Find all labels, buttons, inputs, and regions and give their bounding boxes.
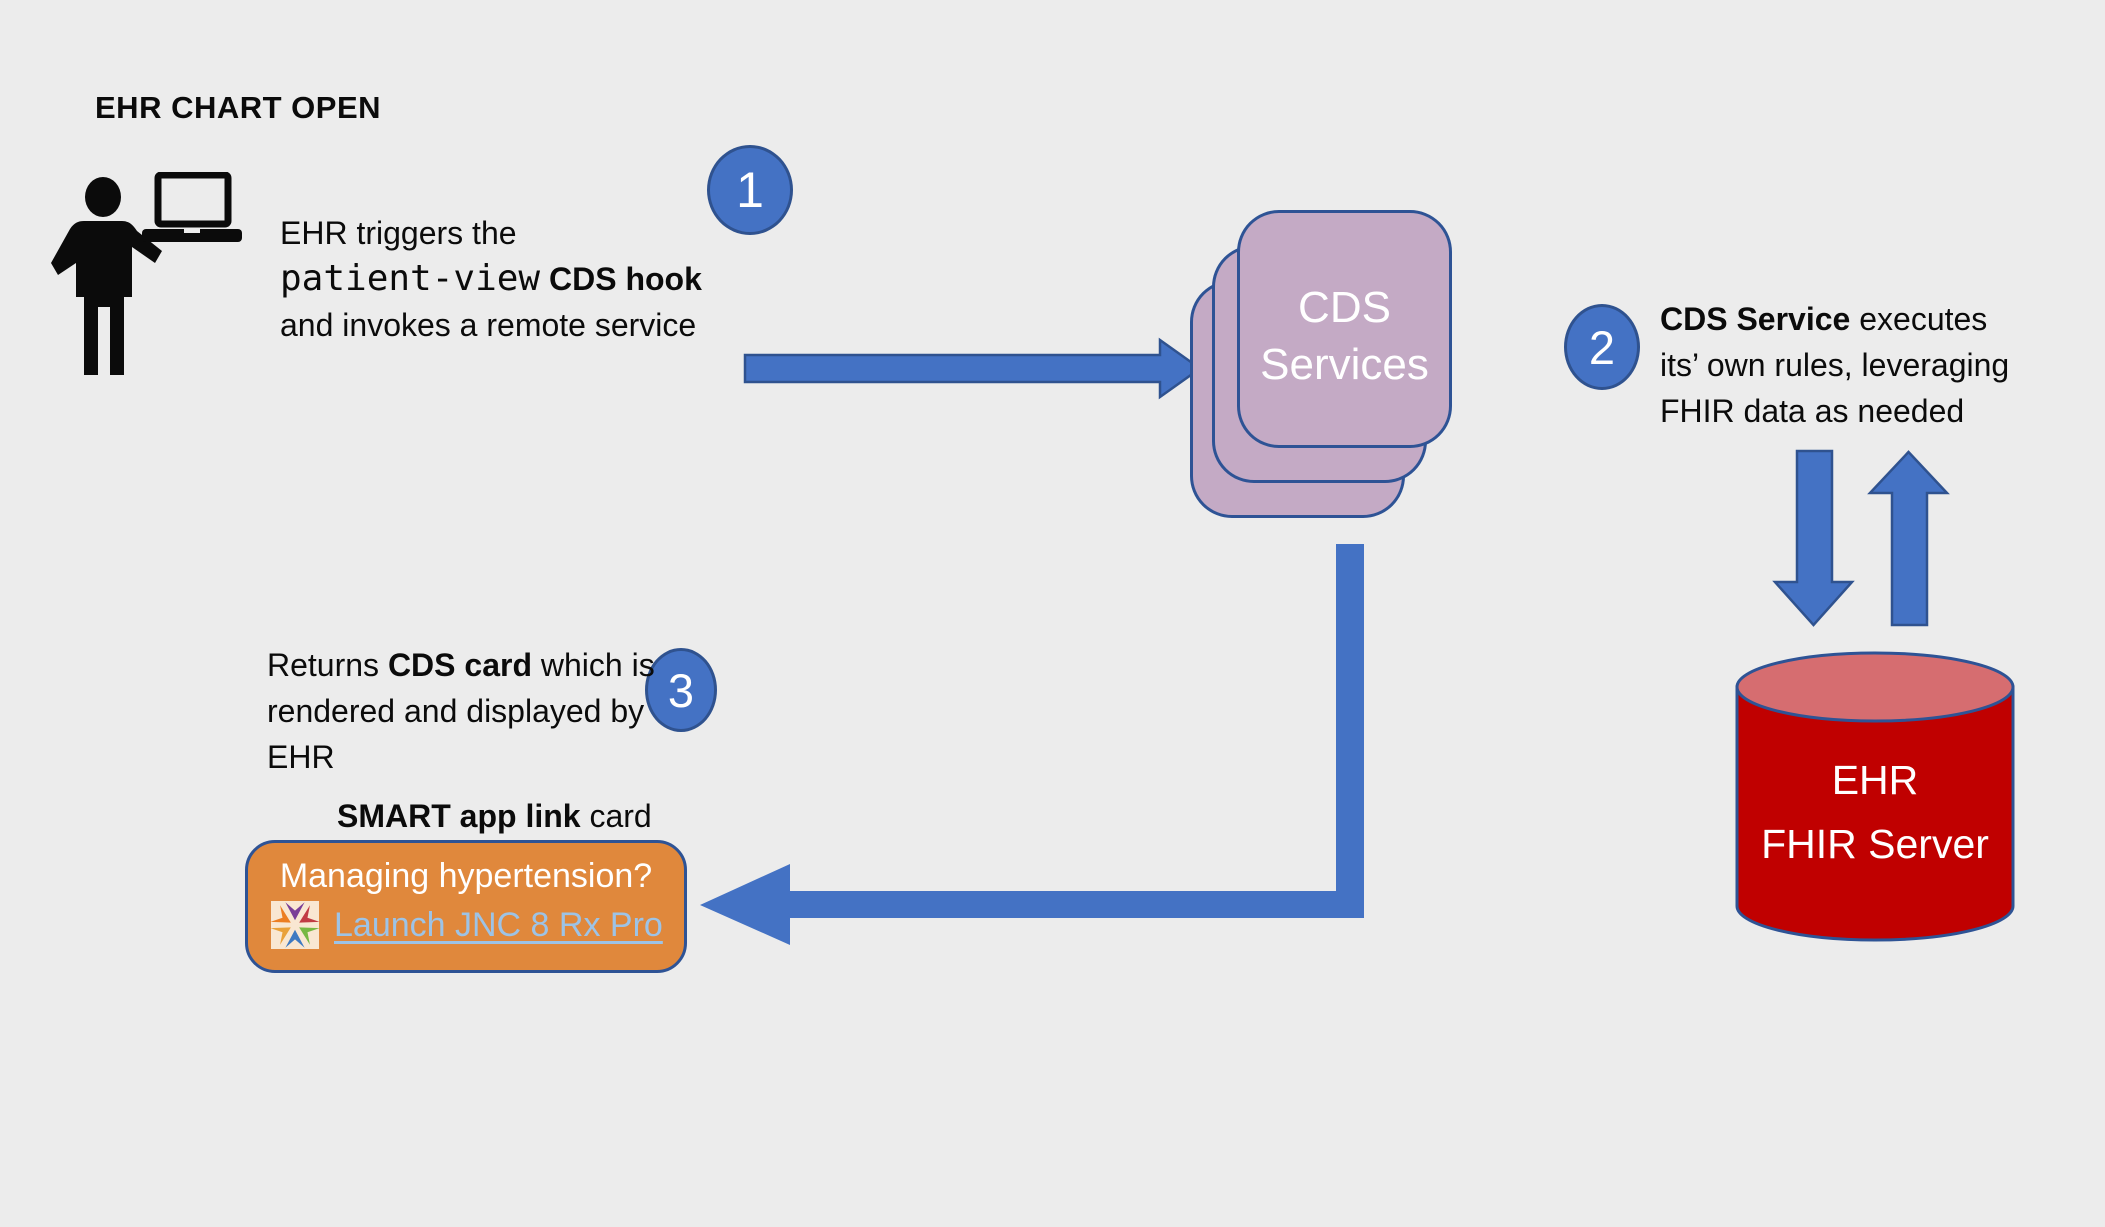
- step-2-text: CDS Service executes its’ own rules, lev…: [1660, 296, 2100, 434]
- card-question: Managing hypertension?: [279, 857, 653, 895]
- step-3-text: Returns CDS card which is rendered and d…: [267, 642, 697, 780]
- step-2-line-2: its’ own rules, leveraging: [1660, 347, 2010, 383]
- page-title: EHR CHART OPEN: [95, 90, 382, 125]
- smart-health-logo-icon: [270, 901, 320, 949]
- cds-service-card-front: CDS Services: [1237, 210, 1452, 448]
- fhir-server-label-line1: EHR: [1831, 757, 1919, 803]
- cds-hook-bold: CDS hook: [540, 261, 702, 297]
- card-link-row: Launch JNC 8 Rx Pro: [248, 901, 684, 949]
- return-card-arrow-icon: [700, 544, 1364, 945]
- smart-app-card: Managing hypertension? Launch JNC 8 Rx P…: [245, 840, 687, 973]
- cds-service-bold: CDS Service: [1660, 301, 1851, 337]
- step-1-badge: 1: [707, 145, 793, 235]
- step-3-badge: 3: [645, 648, 717, 732]
- step-2-number: 2: [1588, 320, 1616, 374]
- laptop-icon: [142, 172, 242, 242]
- step-3-line-1-pre: Returns: [267, 647, 388, 683]
- smart-app-link-caption-rest: card: [580, 798, 652, 834]
- step-1-text: EHR triggers the patient-view CDS hook a…: [280, 210, 760, 348]
- step-2-badge: 2: [1564, 304, 1640, 390]
- database-cylinder-icon: [1735, 651, 2015, 942]
- patient-view-hook-code: patient-view: [280, 258, 541, 299]
- step-3-line-3: EHR: [267, 739, 335, 775]
- step-3-number: 3: [667, 663, 695, 717]
- invoke-service-arrow-icon: [743, 337, 1203, 400]
- fhir-query-down-arrow-icon: [1772, 449, 1855, 627]
- cds-card-bold: CDS card: [387, 647, 532, 683]
- cds-services-label-line2: Services: [1260, 340, 1429, 389]
- cds-services-label: CDS Services: [1260, 265, 1429, 393]
- step-1-line-3: and invokes a remote service: [280, 307, 697, 343]
- step-2-line-1: executes: [1850, 301, 1988, 337]
- step-2-line-3: FHIR data as needed: [1660, 393, 1965, 429]
- smart-app-link-caption: SMART app link card: [337, 798, 652, 835]
- person-icon: [51, 177, 162, 375]
- fhir-response-up-arrow-icon: [1867, 450, 1950, 627]
- step-1-line-1: EHR triggers the: [280, 215, 517, 251]
- fhir-server-label: EHR FHIR Server: [1730, 748, 2020, 876]
- launch-app-link[interactable]: Launch JNC 8 Rx Pro: [334, 905, 663, 944]
- step-1-number: 1: [736, 162, 764, 218]
- fhir-server-label-line2: FHIR Server: [1761, 821, 1989, 867]
- step-3-line-1-post: which is: [531, 647, 655, 683]
- cds-services-label-line1: CDS: [1298, 283, 1391, 332]
- smart-app-link-caption-bold: SMART app link: [337, 798, 581, 834]
- step-3-line-2: rendered and displayed by: [267, 693, 645, 729]
